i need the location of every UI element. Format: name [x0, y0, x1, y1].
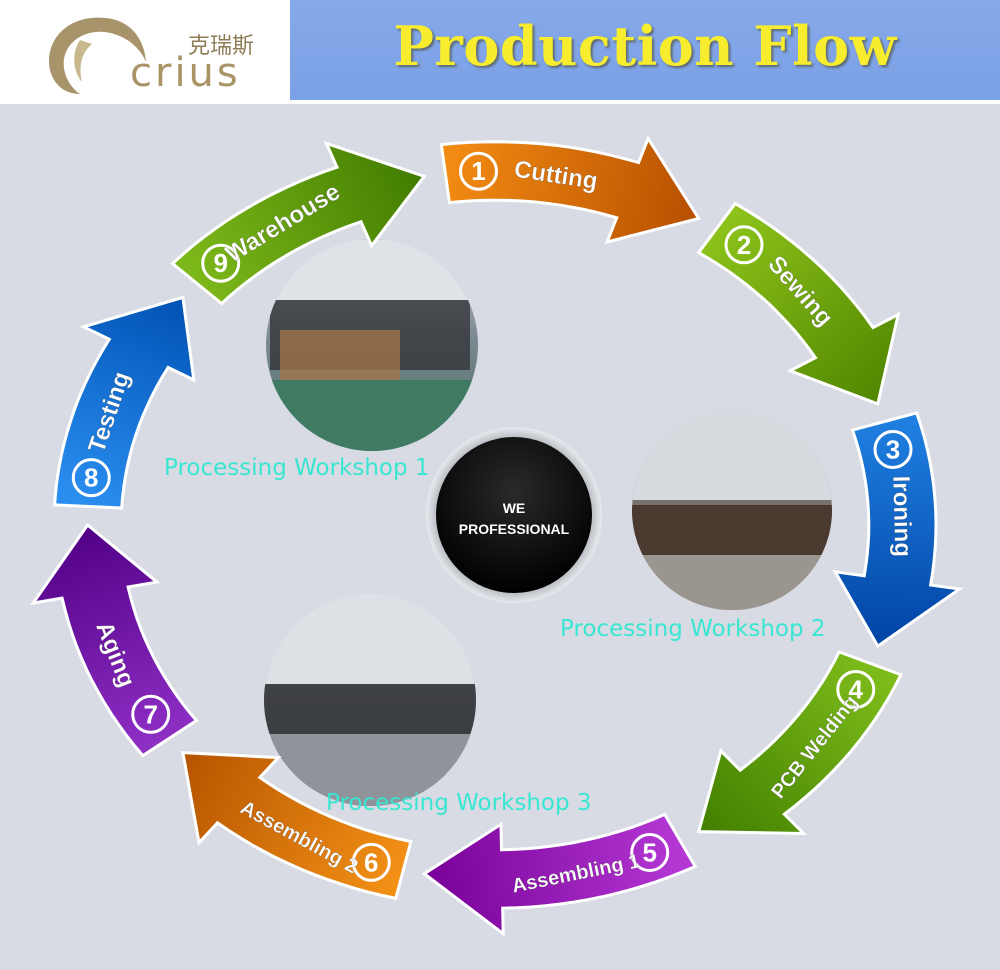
step-number: 9 — [213, 248, 227, 278]
center-line-1: WE — [503, 500, 526, 516]
workshop-photo-3 — [264, 594, 476, 806]
step-number: 3 — [886, 434, 900, 464]
step-number-circle — [459, 151, 499, 191]
step-number: 8 — [84, 463, 98, 493]
step-number: 5 — [642, 838, 656, 868]
logo-english-text: crius — [130, 48, 280, 107]
workshop-label-3: Processing Workshop 3 — [326, 790, 592, 816]
step-arrow-shape — [696, 201, 901, 406]
workshop-label-2: Processing Workshop 2 — [560, 616, 826, 642]
center-badge: WE PROFESSIONAL — [426, 427, 602, 603]
step-number-circle — [724, 225, 764, 265]
step-number: 6 — [364, 847, 378, 877]
step-arrow-shape — [696, 650, 904, 836]
step-arrow-shape — [832, 411, 964, 649]
title-bar: Production Flow — [290, 0, 1000, 100]
step-number-circle — [630, 833, 670, 873]
step-number-circle — [201, 243, 241, 283]
step-number-circle — [71, 458, 111, 498]
step-number-circle — [351, 842, 391, 882]
step-label: Ironing — [887, 475, 916, 557]
step-number: 4 — [849, 674, 864, 704]
step-number: 2 — [737, 230, 751, 260]
step-arrow-shape — [170, 140, 427, 306]
page-title: Production Flow — [393, 14, 897, 78]
center-line-2: PROFESSIONAL — [459, 521, 570, 537]
step-arrow-shape — [421, 812, 698, 937]
logo-chinese-text: 克瑞斯 — [188, 34, 255, 59]
header-divider — [0, 100, 1000, 104]
workshop-photo-1 — [266, 239, 478, 451]
logo-wordmark: crius — [130, 50, 241, 96]
logo: 克瑞斯 crius — [0, 0, 290, 100]
workshop-label-1: Processing Workshop 1 — [164, 455, 430, 481]
step-number-circle — [873, 429, 913, 469]
step-arrow-shape — [52, 295, 196, 510]
step-arrow-shape — [439, 135, 702, 245]
header: 克瑞斯 crius Production Flow — [0, 0, 1000, 100]
logo-wordmark-text: crius — [130, 50, 241, 96]
step-number-circle — [836, 669, 876, 709]
step-number: 7 — [143, 699, 157, 729]
step-number: 1 — [471, 156, 485, 186]
step-number-circle — [131, 694, 171, 734]
workshop-photo-2 — [632, 410, 832, 610]
logo-face-icon — [49, 17, 146, 94]
